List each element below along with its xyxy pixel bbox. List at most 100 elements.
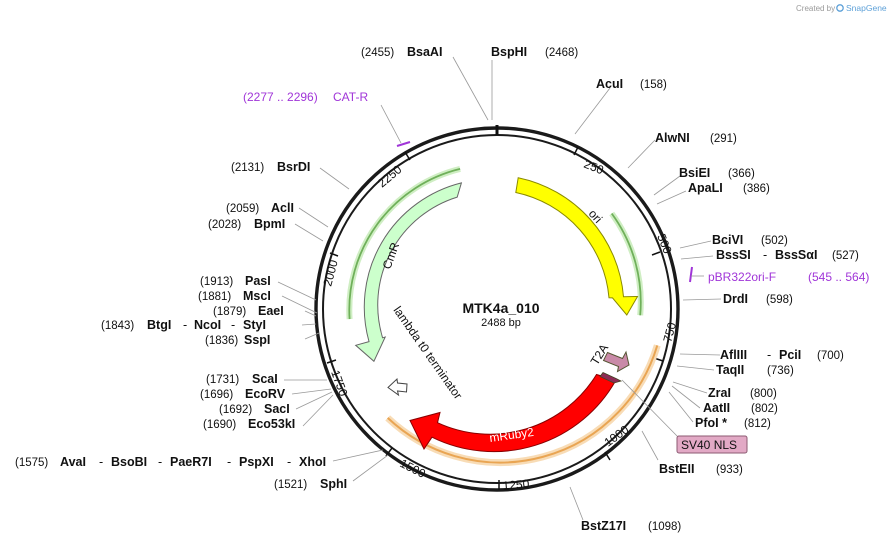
pbr322-range: (545 .. 564) xyxy=(808,270,869,284)
btgi-name[interactable]: BtgI xyxy=(147,318,171,332)
avai-sep-2: - xyxy=(158,455,162,469)
bsobi-name[interactable]: BsoBI xyxy=(111,455,147,469)
snapgene-logo-icon xyxy=(836,4,844,12)
apali-name[interactable]: ApaLI xyxy=(688,181,723,195)
zrai-name[interactable]: ZraI xyxy=(708,386,731,400)
tick-1750 xyxy=(326,359,337,364)
sv40-nls-feature-mark[interactable] xyxy=(599,372,623,384)
bsssi-name2[interactable]: BssSαI xyxy=(775,248,817,262)
tick-2250 xyxy=(404,151,411,161)
aatii-name[interactable]: AatII xyxy=(703,401,730,415)
drdi-pos: (598) xyxy=(766,294,793,306)
bsphi-pos: (2468) xyxy=(545,47,578,59)
drdi-name[interactable]: DrdI xyxy=(723,292,748,306)
bsssi-sep: - xyxy=(763,248,767,262)
bsiei-name[interactable]: BsiEI xyxy=(679,166,710,180)
ori-highlight-line xyxy=(610,212,642,316)
bcivi-name[interactable]: BciVI xyxy=(712,233,743,247)
tick-label-2000: 2000 xyxy=(320,258,341,288)
btgi-pos: (1843) xyxy=(101,320,134,332)
acli-name[interactable]: AclI xyxy=(271,201,294,215)
afliii-name2[interactable]: PciI xyxy=(779,348,801,362)
plasmid-length: 2488 bp xyxy=(481,317,521,329)
avai-pos: (1575) xyxy=(15,457,48,469)
acui-pos: (158) xyxy=(640,79,667,91)
acui-name[interactable]: AcuI xyxy=(596,77,623,91)
bsteii-pos: (933) xyxy=(716,464,743,476)
tick-label-2250: 2250 xyxy=(375,162,405,190)
eaei-name[interactable]: EaeI xyxy=(258,304,284,318)
sv40-nls-box[interactable] xyxy=(676,435,748,454)
afliii-pos: (700) xyxy=(817,350,844,362)
mruby2-label: mRuby2 xyxy=(488,425,535,445)
scai-name[interactable]: ScaI xyxy=(252,372,278,386)
credit-brand: SnapGene xyxy=(846,3,887,13)
terminator-feature-arrow[interactable] xyxy=(387,377,408,397)
tick-250 xyxy=(573,146,579,156)
taqii-name[interactable]: TaqII xyxy=(716,363,744,377)
zrai-pos: (800) xyxy=(750,388,777,400)
tick-1000 xyxy=(604,451,611,461)
cat-r-primer-mark xyxy=(396,141,411,147)
sspi-name[interactable]: SspI xyxy=(244,333,270,347)
pbr322-name: pBR322ori-F xyxy=(708,270,776,284)
avai-sep-1: - xyxy=(99,455,103,469)
ecorv-pos: (1696) xyxy=(200,389,233,401)
bsrdi-name[interactable]: BsrDI xyxy=(277,160,310,174)
plasmid-name: MTK4a_010 xyxy=(462,300,539,316)
ecorv-name[interactable]: EcoRV xyxy=(245,387,286,401)
bsaai-name[interactable]: BsaAI xyxy=(407,45,442,59)
cmr-highlight-line xyxy=(348,168,461,320)
saci-name[interactable]: SacI xyxy=(264,402,290,416)
tick-2000 xyxy=(329,252,339,257)
xhoi-name[interactable]: XhoI xyxy=(299,455,326,469)
credit-prefix: Created by xyxy=(796,4,835,13)
bcivi-pos: (502) xyxy=(761,235,788,247)
sv40-nls-label: SV40 NLS xyxy=(681,438,737,452)
pfoi-name[interactable]: PfoI * xyxy=(695,416,727,430)
site-leader-lines xyxy=(277,56,722,521)
bsphi-name[interactable]: BspHI xyxy=(491,45,527,59)
tick-1500 xyxy=(385,447,393,457)
t2a-feature-arrow[interactable] xyxy=(602,350,630,373)
mruby2-highlight-line xyxy=(387,345,659,464)
saci-pos: (1692) xyxy=(219,404,252,416)
bsssi-pos: (527) xyxy=(832,250,859,262)
mruby2-feature-arrow[interactable] xyxy=(409,373,617,453)
alwni-name[interactable]: AlwNI xyxy=(655,131,690,145)
tick-label-750: 750 xyxy=(660,320,679,343)
bpmi-pos: (2028) xyxy=(208,219,241,231)
sv40-nls-leader xyxy=(621,379,680,439)
avai-name[interactable]: AvaI xyxy=(60,455,86,469)
msci-pos: (1881) xyxy=(198,291,231,303)
eaei-pos: (1879) xyxy=(213,306,246,318)
btgi-sep-2: - xyxy=(231,318,235,332)
taqii-pos: (736) xyxy=(767,365,794,377)
pasi-name[interactable]: PasI xyxy=(245,274,271,288)
sphi-name[interactable]: SphI xyxy=(320,477,347,491)
avai-sep-3: - xyxy=(227,455,231,469)
pbr322-primer-mark xyxy=(689,266,693,283)
sphi-pos: (1521) xyxy=(274,479,307,491)
ori-feature-arrow[interactable] xyxy=(515,177,639,316)
bstz17i-name[interactable]: BstZ17I xyxy=(581,519,626,533)
eco53ki-name[interactable]: Eco53kI xyxy=(248,417,295,431)
paer7i-name[interactable]: PaeR7I xyxy=(170,455,212,469)
btgi-sep-1: - xyxy=(183,318,187,332)
styi-name[interactable]: StyI xyxy=(243,318,266,332)
cmr-feature-arrow[interactable] xyxy=(354,182,463,363)
bsteii-name[interactable]: BstEII xyxy=(659,462,694,476)
msci-name[interactable]: MscI xyxy=(243,289,271,303)
pspxi-name[interactable]: PspXI xyxy=(239,455,274,469)
ncoi-name[interactable]: NcoI xyxy=(194,318,221,332)
bsaai-pos: (2455) xyxy=(361,47,394,59)
tick-label-1500: 1500 xyxy=(398,456,428,481)
afliii-sep: - xyxy=(767,348,771,362)
tick-500 xyxy=(651,251,661,256)
afliii-name[interactable]: AflIII xyxy=(720,348,747,362)
bpmi-name[interactable]: BpmI xyxy=(254,217,285,231)
bsssi-name[interactable]: BssSI xyxy=(716,248,751,262)
aatii-pos: (802) xyxy=(751,403,778,415)
avai-sep-4: - xyxy=(287,455,291,469)
scai-pos: (1731) xyxy=(206,374,239,386)
